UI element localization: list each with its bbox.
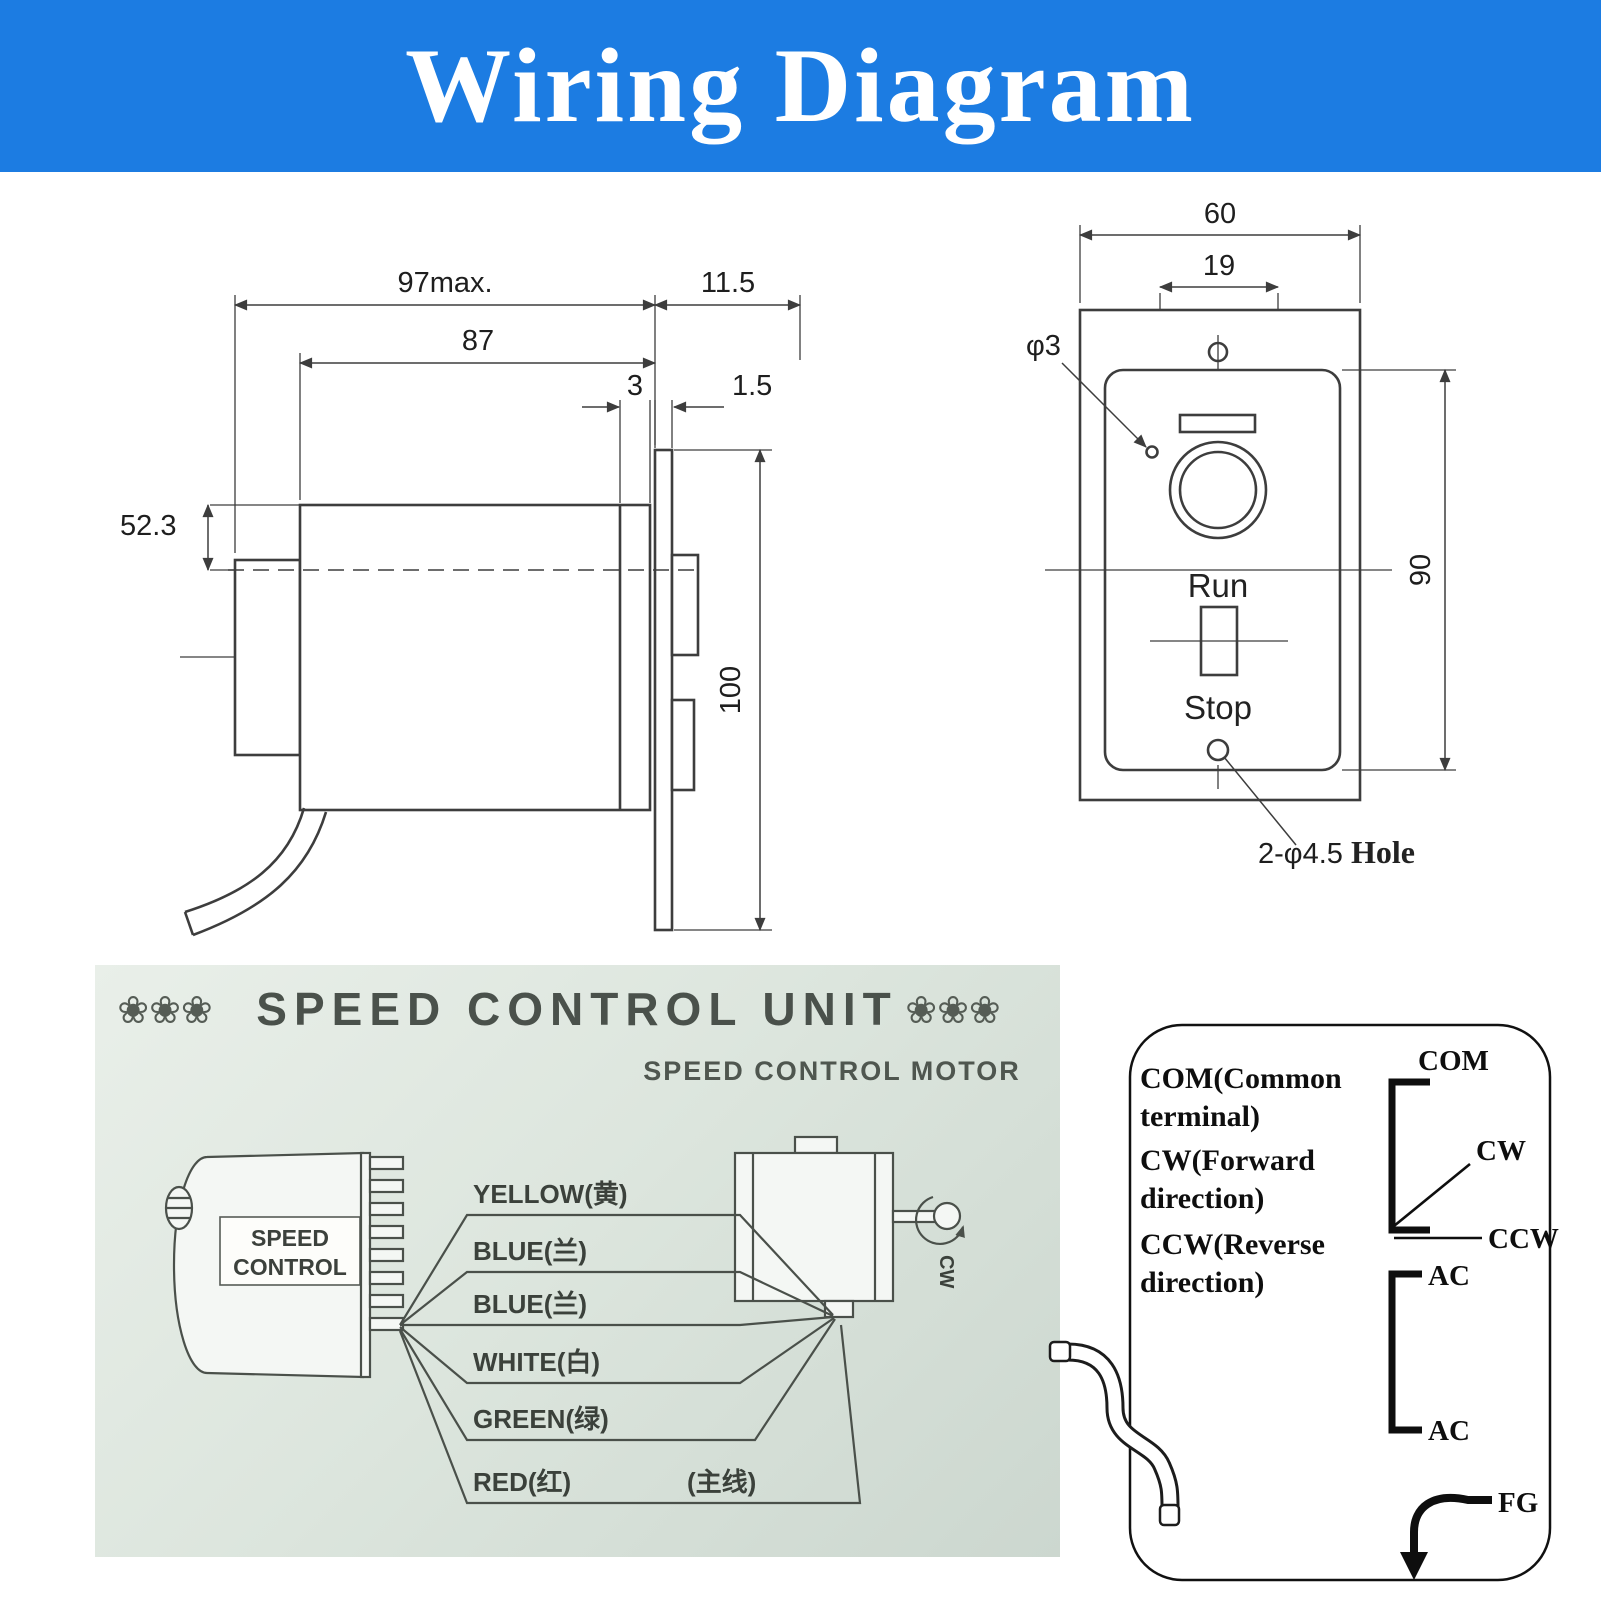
com-bracket bbox=[1388, 1078, 1430, 1234]
flowers-right-icon: ❀❀❀ bbox=[905, 990, 1001, 1032]
controller-label-line1: SPEED bbox=[251, 1225, 329, 1251]
wire-green bbox=[399, 1318, 836, 1442]
dim-11-5-label: 11.5 bbox=[701, 267, 755, 299]
desc-ccw-2: direction) bbox=[1140, 1266, 1264, 1299]
cable-gland-pipe bbox=[1048, 1340, 1181, 1527]
controller-label-plate bbox=[219, 1216, 361, 1286]
wire-blue-2 bbox=[400, 1315, 834, 1327]
hole-callout: 2-φ4.5 Hole bbox=[1223, 756, 1415, 870]
wire-label-white: WHITE(白) bbox=[473, 1347, 600, 1377]
dim-3-label: 3 bbox=[627, 370, 643, 402]
front-panel: Run Stop bbox=[1045, 308, 1392, 802]
speed-control-drawing: ❀❀❀ SPEED CONTROL UNIT ❀❀❀ SPEED CONTROL… bbox=[117, 983, 1021, 1505]
photo-subtitle: SPEED CONTROL MOTOR bbox=[643, 1056, 1021, 1086]
phi3-hole bbox=[1145, 445, 1159, 459]
motor-side-view-drawing: 97max. 11.5 87 3 1.5 52.3 100 bbox=[120, 267, 802, 937]
ac-bottom-label: AC bbox=[1428, 1415, 1470, 1447]
mounting-plate bbox=[653, 448, 674, 932]
dim-52-3-label: 52.3 bbox=[120, 510, 176, 542]
desc-com-1: COM(Common bbox=[1140, 1062, 1342, 1095]
screw-bottom bbox=[1206, 738, 1230, 762]
motor-body bbox=[733, 1151, 895, 1303]
desc-com-2: terminal) bbox=[1140, 1100, 1260, 1133]
shaft-end bbox=[932, 1201, 962, 1231]
dim-100-label: 100 bbox=[715, 666, 747, 714]
dim-52-3: 52.3 bbox=[120, 503, 300, 572]
front-panel-view-drawing: 60 19 Run Stop φ3 90 bbox=[1026, 198, 1456, 870]
wire-label-green: GREEN(绿) bbox=[473, 1404, 609, 1434]
ac-bracket bbox=[1388, 1270, 1422, 1434]
wire-label-blue-1: BLUE(兰) bbox=[473, 1236, 587, 1266]
speed-control-photo: ❀❀❀ SPEED CONTROL UNIT ❀❀❀ SPEED CONTROL… bbox=[95, 965, 1060, 1557]
wire-label-blue-2: BLUE(兰) bbox=[473, 1289, 587, 1319]
terminal-box-outline bbox=[1128, 1023, 1552, 1582]
com-cw-ccw-terminals: COM CW CCW bbox=[1388, 1045, 1559, 1255]
motor-device: CW bbox=[733, 1135, 965, 1319]
photo-title: SPEED CONTROL UNIT bbox=[256, 983, 897, 1035]
page-title: Wiring Diagram bbox=[405, 27, 1196, 144]
run-label: Run bbox=[1188, 567, 1249, 604]
wiring: YELLOW(黄) BLUE(兰) BLUE(兰) WHITE(白) GREEN… bbox=[398, 1179, 862, 1505]
dim-60: 60 bbox=[1078, 198, 1362, 303]
dim-100: 100 bbox=[674, 448, 772, 932]
speed-knob bbox=[1168, 440, 1268, 540]
wire-label-yellow: YELLOW(黄) bbox=[473, 1179, 628, 1209]
dim-3-and-1-5: 3 1.5 bbox=[582, 370, 772, 503]
cw-line bbox=[1393, 1162, 1471, 1228]
desc-cw-2: direction) bbox=[1140, 1182, 1264, 1215]
hole-label: 2-φ4.5 Hole bbox=[1258, 834, 1415, 870]
phi3-label: φ3 bbox=[1026, 330, 1061, 362]
dim-60-label: 60 bbox=[1204, 198, 1236, 230]
cw-label: CW bbox=[1476, 1135, 1526, 1167]
terminal-diagram: COM(Common terminal) CW(Forward directio… bbox=[1048, 1023, 1559, 1582]
phi3-callout: φ3 bbox=[1026, 330, 1147, 448]
terminal-boss bbox=[670, 698, 696, 792]
terminal-descriptions: COM(Common terminal) CW(Forward directio… bbox=[1140, 1062, 1342, 1299]
speed-controller-device: SPEED CONTROL bbox=[164, 1151, 405, 1379]
fg-arrowhead-icon bbox=[1400, 1552, 1428, 1580]
controller-label-line2: CONTROL bbox=[233, 1254, 347, 1280]
stop-label: Stop bbox=[1184, 689, 1252, 726]
dim-87: 87 bbox=[298, 325, 657, 500]
wire-yellow bbox=[399, 1213, 834, 1326]
shaft-boss bbox=[670, 553, 700, 657]
motor-body bbox=[180, 448, 700, 937]
motor-rear-block bbox=[233, 558, 302, 757]
cable bbox=[184, 807, 306, 914]
dim-97max-label: 97max. bbox=[397, 267, 492, 299]
heat-sink-fins bbox=[359, 1151, 405, 1379]
fg-arrow-curve bbox=[1410, 1493, 1492, 1556]
dim-19: 19 bbox=[1158, 250, 1280, 317]
wire-white bbox=[399, 1317, 835, 1385]
dim-90: 90 bbox=[1342, 368, 1456, 772]
main-line-label: (主线) bbox=[687, 1467, 756, 1497]
indicator-window bbox=[1178, 413, 1257, 434]
desc-ccw-1: CCW(Reverse bbox=[1140, 1228, 1325, 1261]
ac-terminals: AC AC bbox=[1388, 1260, 1470, 1447]
desc-cw-1: CW(Forward bbox=[1140, 1144, 1315, 1177]
dim-19-label: 19 bbox=[1203, 250, 1235, 282]
com-label: COM bbox=[1418, 1045, 1489, 1077]
motor-tab bbox=[793, 1135, 839, 1155]
dim-90-label: 90 bbox=[1405, 554, 1437, 586]
dim-11-5: 11.5 bbox=[653, 267, 802, 360]
rotation-arrow-icon bbox=[914, 1195, 965, 1246]
fg-terminal: FG bbox=[1400, 1487, 1538, 1580]
ccw-label: CCW bbox=[1488, 1223, 1559, 1255]
fg-label: FG bbox=[1498, 1487, 1538, 1519]
ac-top-label: AC bbox=[1428, 1260, 1470, 1292]
header-banner: Wiring Diagram bbox=[0, 0, 1601, 172]
flowers-left-icon: ❀❀❀ bbox=[117, 990, 213, 1032]
dim-97max: 97max. bbox=[233, 267, 657, 553]
dim-87-label: 87 bbox=[462, 325, 494, 357]
cw-rotation-label: CW bbox=[935, 1255, 957, 1288]
wire-red bbox=[398, 1324, 862, 1505]
dim-1-5-label: 1.5 bbox=[732, 370, 772, 402]
wire-label-red: RED(红) bbox=[473, 1467, 571, 1497]
wire-blue-1 bbox=[399, 1270, 834, 1326]
motor-main-body bbox=[298, 503, 652, 812]
